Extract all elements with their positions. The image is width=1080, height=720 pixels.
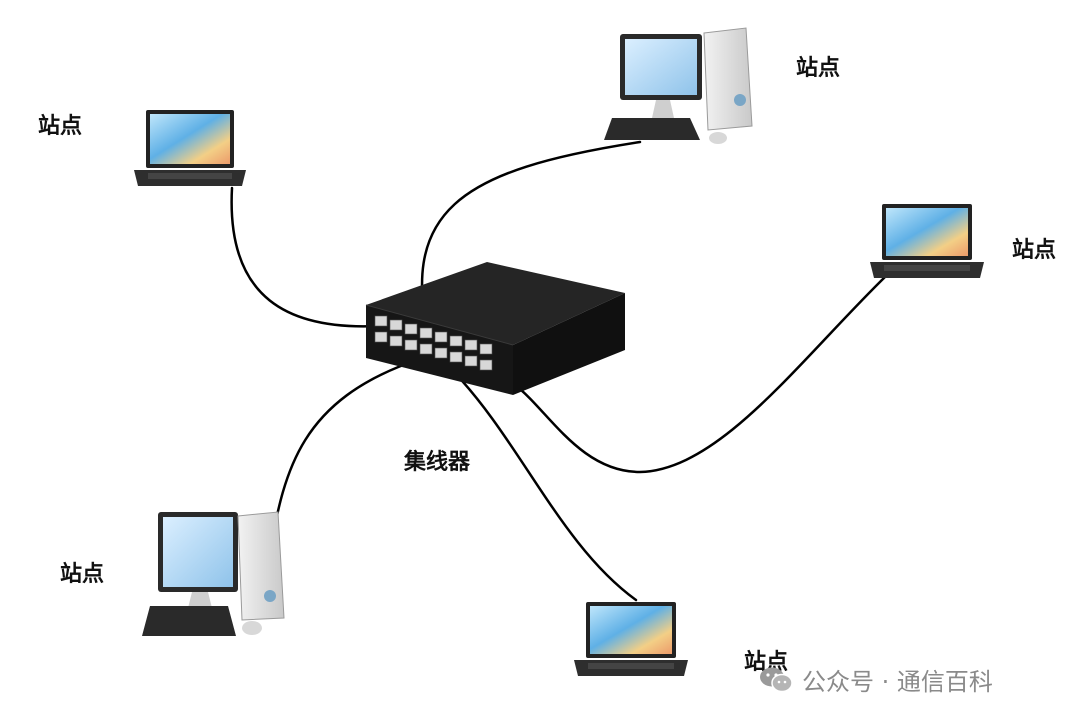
laptop-icon [870,204,984,278]
station-label: 站点 [796,56,841,81]
watermark: 公众号 · 通信百科 [758,662,993,697]
station-label: 站点 [38,114,83,139]
watermark-text: 公众号 · 通信百科 [802,668,993,696]
station-label: 站点 [60,562,105,587]
cable-bottom-desktop [268,358,419,552]
desktop-computer-icon [604,27,753,144]
hub-device [365,262,625,395]
wechat-icon [760,667,793,692]
laptop-icon [134,110,246,186]
laptop-icon [574,602,688,676]
desktop-computer-icon [142,511,285,636]
cable-left-laptop [230,186,380,328]
cable-right-laptop [513,274,888,474]
hub-label: 集线器 [404,450,471,475]
station-label: 站点 [1012,238,1057,263]
cable-bottom-laptop [450,368,638,602]
hub-ports [374,315,493,371]
